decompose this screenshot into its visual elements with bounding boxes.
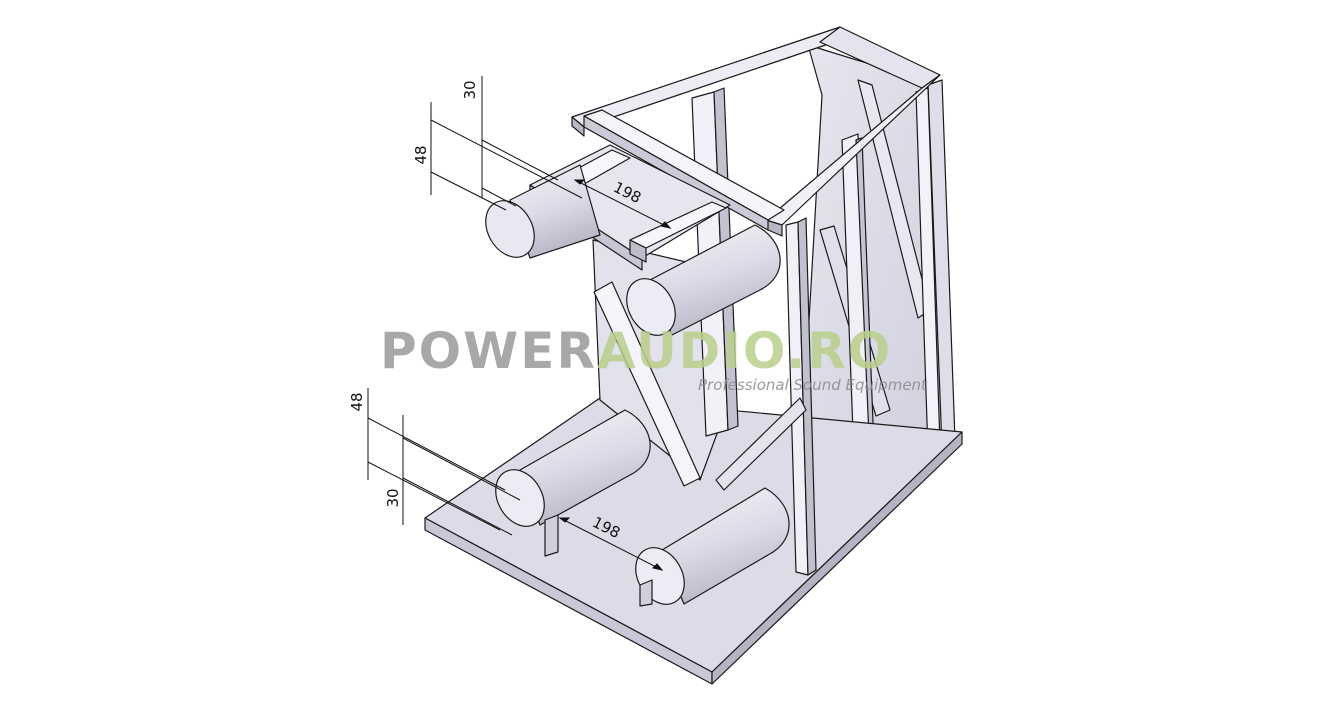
upper-dimensions (430, 76, 672, 229)
base-plate-right (711, 431, 963, 685)
lower-right-tube (661, 487, 790, 605)
lower-left-tube (519, 409, 651, 526)
upper-height-outer-dim: 48 (412, 145, 430, 164)
right-front-post-side (797, 217, 817, 576)
watermark-logo: POWERAUDIO.RO Professional Sound Equipme… (380, 322, 928, 394)
upper-right-tube (649, 224, 781, 336)
lower-height-outer-dim: 48 (348, 392, 366, 411)
left-diagonal-brace (593, 281, 701, 487)
lower-dimensions (367, 388, 664, 571)
lower-left-tube-opening (495, 469, 545, 527)
svg-text:POWERAUDIO.RO: POWERAUDIO.RO (380, 322, 892, 380)
upper-right-tube-opening (626, 278, 676, 336)
speaker-stand-3d-model (424, 26, 963, 685)
watermark-audio-text: AUDIO.RO (597, 322, 892, 380)
lower-height-inner-dim: 30 (384, 488, 402, 507)
lower-left-support (544, 514, 559, 557)
watermark-tagline: Professional Sound Equipment (698, 376, 928, 394)
upper-front-rail-front (629, 239, 647, 263)
lower-diagonal-brace (715, 397, 807, 491)
watermark-power-text: POWER (380, 322, 597, 380)
upper-height-inner-dim: 30 (461, 80, 479, 99)
top-frame-left-rail-side (571, 116, 585, 137)
lower-right-support (639, 579, 653, 607)
upper-left-tube-opening (485, 200, 535, 258)
